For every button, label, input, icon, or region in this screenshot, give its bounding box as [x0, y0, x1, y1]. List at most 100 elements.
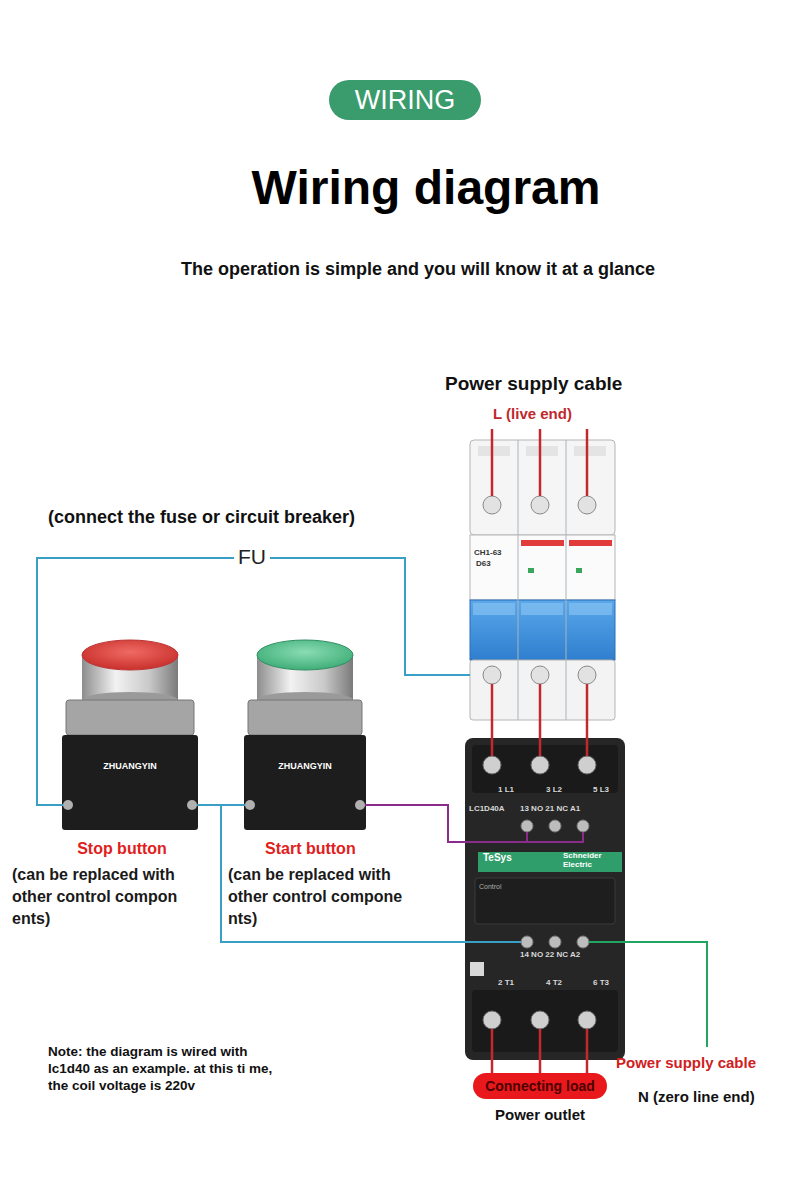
- terminal-screw: [483, 666, 501, 684]
- badge-pill: WIRING: [329, 80, 482, 120]
- wire: [440, 805, 465, 842]
- contactor-body: [465, 738, 625, 1060]
- wire: [586, 720, 589, 738]
- circuit-breaker: CH1-63D63: [470, 440, 615, 720]
- breaker-groove: [574, 446, 606, 456]
- breaker-groove: [526, 446, 558, 456]
- start-button-body: [244, 640, 366, 830]
- stop-button-body: [62, 640, 198, 830]
- terminal-cover: [472, 990, 618, 1052]
- terminal-label: 1 L1: [498, 785, 514, 794]
- button-name: Start button: [228, 838, 440, 860]
- contact-block: [62, 735, 198, 830]
- terminal: [245, 800, 255, 810]
- terminal: [521, 820, 533, 832]
- fuse-label: FU: [234, 545, 270, 569]
- phase-label: L (live end): [493, 405, 572, 422]
- breaker-indicator: [576, 568, 582, 573]
- note-text: Note: the diagram is wired with lc1d40 a…: [48, 1043, 293, 1094]
- live-wire: [586, 429, 589, 496]
- live-wire: [491, 684, 494, 720]
- terminal-screw: [483, 756, 501, 774]
- stop-button: Stop button(can be replaced with other c…: [12, 628, 215, 930]
- module-divider: [566, 440, 567, 720]
- terminal-screw: [531, 666, 549, 684]
- button-note: (can be replaced with other control comp…: [12, 864, 207, 930]
- wire: [586, 1060, 589, 1073]
- terminal-label: 14 NO 22 NC A2: [520, 950, 580, 959]
- coil-wire: [365, 804, 440, 806]
- breaker-stripe: [521, 540, 564, 546]
- brand-mark: ZHUANGYIN: [62, 761, 198, 771]
- wire: [37, 558, 470, 675]
- control-wire: [37, 628, 63, 805]
- load-wire: [539, 1029, 542, 1060]
- terminal-label: 4 T2: [546, 978, 562, 987]
- live-wire: [539, 738, 542, 756]
- terminal-label: 6 T3: [593, 978, 609, 987]
- brand-mark: TeSys: [483, 852, 512, 863]
- qr-code: [470, 962, 484, 976]
- live-wire: [586, 738, 589, 756]
- load-text: Connecting load: [485, 1077, 595, 1095]
- live-wire: [491, 429, 494, 496]
- wire: [539, 1060, 542, 1073]
- contactor: 1 L13 L25 L3LC1D40A13 NO 21 NC A1TeSysSc…: [465, 738, 625, 1060]
- terminal: [577, 820, 589, 832]
- subtitle: The operation is simple and you will kno…: [181, 259, 655, 280]
- model-mark: LC1D40A: [469, 804, 505, 813]
- handle-highlight: [473, 603, 515, 615]
- model-mark: CH1-63: [474, 548, 502, 557]
- start-button: Start button (can be replaced with other …: [228, 628, 440, 930]
- terminal: [355, 800, 365, 810]
- outlet-label: Power outlet: [495, 1106, 585, 1123]
- button-bracket: [248, 700, 362, 735]
- neutral-label: N (zero line end): [638, 1088, 755, 1105]
- terminal-screw: [483, 496, 501, 514]
- terminal-screw: [531, 1011, 549, 1029]
- terminal-label: 5 L3: [593, 785, 609, 794]
- terminal-screw: [483, 1011, 501, 1029]
- instruction-label: (connect the fuse or circuit breaker): [48, 507, 355, 528]
- terminal-label: 13 NO 21 NC A1: [520, 804, 580, 813]
- wire: [221, 805, 465, 942]
- wire: [491, 720, 494, 738]
- button-note: (can be replaced with other control comp…: [228, 864, 423, 930]
- terminal-label: 2 T1: [498, 978, 514, 987]
- contact-block: [244, 735, 366, 830]
- breaker-stripe: [569, 540, 612, 546]
- badge-text: WIRING: [355, 84, 456, 116]
- live-wire: [539, 684, 542, 720]
- breaker-bottom: [470, 660, 615, 720]
- brand-band: [478, 852, 622, 872]
- rating-mark: D63: [476, 559, 491, 568]
- terminal-screw: [578, 496, 596, 514]
- load-wire: [491, 1029, 494, 1060]
- panel-mark: Control: [479, 883, 502, 890]
- control-wire: [197, 804, 215, 806]
- terminal: [549, 820, 561, 832]
- wire: [491, 1060, 494, 1073]
- terminal-screw: [578, 1011, 596, 1029]
- neutral-wire: [589, 942, 707, 1047]
- module-divider: [518, 440, 519, 720]
- terminal: [549, 936, 561, 948]
- cable-label: Power supply cable: [445, 373, 622, 395]
- brand-mark: Schneider Electric: [563, 851, 615, 869]
- terminal-screw: [578, 666, 596, 684]
- front-panel: [475, 878, 615, 924]
- breaker-handle: [470, 600, 615, 660]
- load-wire: [586, 1029, 589, 1060]
- page-title: Wiring diagram: [252, 160, 601, 215]
- button-bracket: [66, 700, 194, 735]
- terminal: [577, 936, 589, 948]
- terminal-screw: [531, 496, 549, 514]
- coil-wire: [465, 832, 583, 842]
- terminal: [187, 800, 197, 810]
- terminal: [63, 800, 73, 810]
- live-wire: [491, 738, 494, 756]
- cable-label: Power supply cable: [616, 1054, 756, 1071]
- handle-highlight: [569, 603, 612, 615]
- coil-wire: [526, 832, 528, 842]
